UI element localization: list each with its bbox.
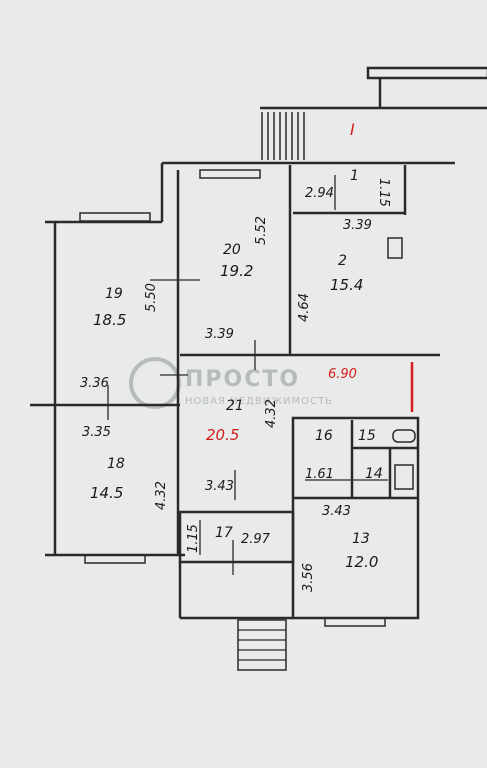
room-number: 19 <box>105 286 123 302</box>
dimension-label: 5.52 <box>254 216 269 245</box>
dimension-label: 2.97 <box>241 532 271 547</box>
dimension-label: 3.35 <box>82 425 111 440</box>
entrance-mark: I <box>350 120 355 139</box>
dimension-label: 1.61 <box>305 467 334 482</box>
room-area: 12.0 <box>345 553 378 571</box>
dimension-label: 3.43 <box>205 479 234 494</box>
niche <box>387 237 403 259</box>
room-number: 15 <box>358 428 376 444</box>
dimension-label: 1.15 <box>376 178 391 207</box>
room-17-outline <box>178 510 295 564</box>
dimension-label: 5.50 <box>144 283 159 312</box>
bottom-stair-steps <box>238 629 286 661</box>
toilet <box>394 464 414 490</box>
dimension-label: 3.36 <box>80 376 109 391</box>
dimension-label: 3.39 <box>343 218 372 233</box>
room-number: 17 <box>215 525 233 541</box>
room-area: 19.2 <box>220 262 253 280</box>
watermark-brand: ПРОСТО <box>185 367 300 392</box>
watermark-tagline: НОВАЯ НЕДВИЖИМОСТЬ <box>185 396 333 407</box>
dimension-label: 4.64 <box>297 293 312 322</box>
bottom-stairs <box>237 619 287 671</box>
dimension-label: 3.43 <box>322 504 351 519</box>
dimension-label-red: 6.90 <box>328 367 357 382</box>
room-number: 16 <box>315 428 333 444</box>
watermark: ПРОСТО НОВАЯ НЕДВИЖИМОСТЬ <box>129 357 333 409</box>
top-stairs <box>261 112 305 160</box>
room-number: 20 <box>223 242 241 258</box>
dimension-label: 2.94 <box>305 186 334 201</box>
upper-landing <box>366 66 487 80</box>
room-number: 14 <box>365 466 383 482</box>
room-number: 21 <box>226 398 244 414</box>
dimension-label: 1.15 <box>186 524 201 553</box>
room-area-red: 20.5 <box>206 426 239 444</box>
room-number: 13 <box>352 531 370 547</box>
walls <box>30 66 487 671</box>
room-area: 15.4 <box>330 276 363 294</box>
window <box>84 554 146 564</box>
dimension-label: 3.56 <box>301 563 316 592</box>
room-number: 1 <box>350 168 359 184</box>
dimension-lines <box>107 175 388 575</box>
room-area: 18.5 <box>93 311 126 329</box>
dimension-label: 4.32 <box>264 399 279 428</box>
room-number: 2 <box>338 253 347 269</box>
room-number: 18 <box>107 456 125 472</box>
dimension-label: 4.32 <box>154 481 169 510</box>
room-area: 14.5 <box>90 484 123 502</box>
window <box>199 169 261 179</box>
dimension-label: 3.39 <box>205 327 234 342</box>
window <box>79 212 151 222</box>
bathtub <box>392 429 416 443</box>
